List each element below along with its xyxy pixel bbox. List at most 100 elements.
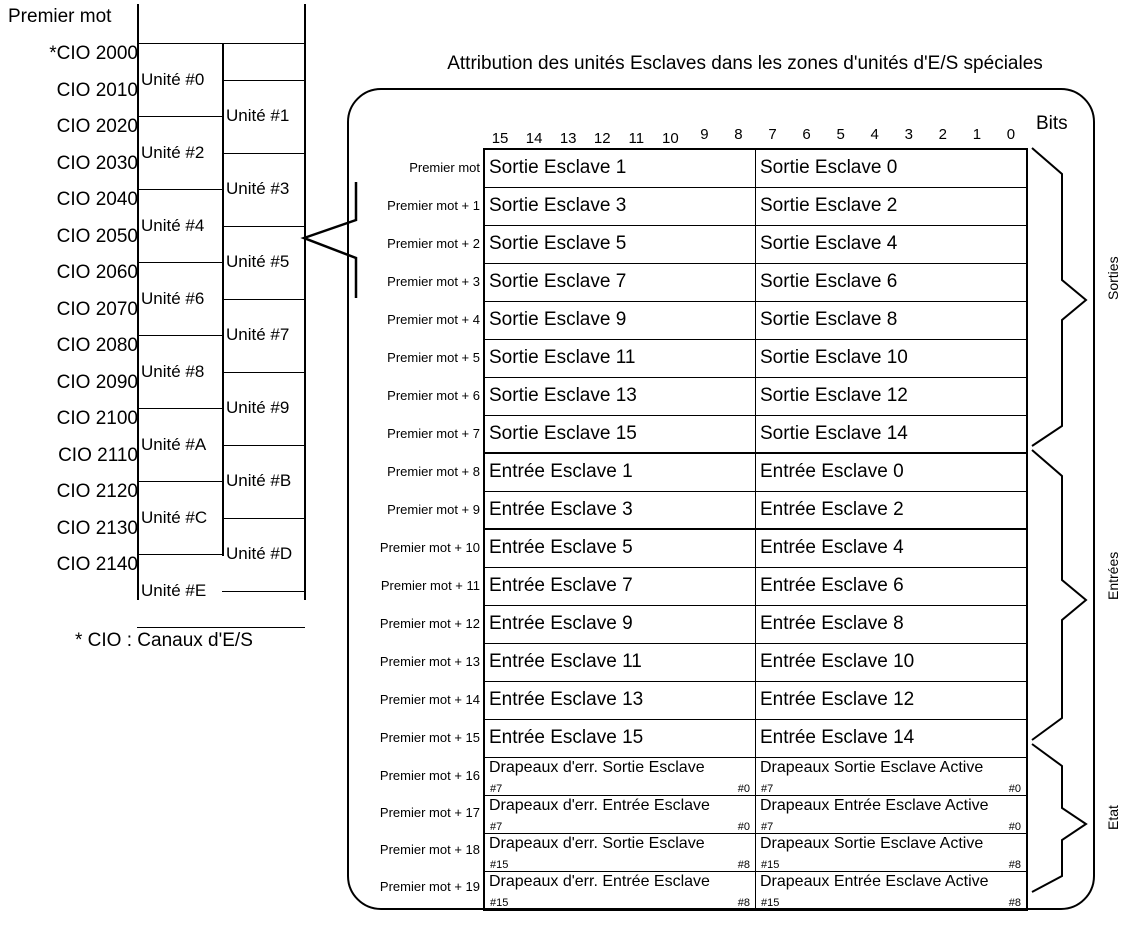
slave-cell-low: Entrée Esclave 14 xyxy=(755,718,1028,758)
flag-description: Drapeaux d'err. Sortie Esclave xyxy=(489,758,705,776)
left-table-hline-col1 xyxy=(137,335,223,336)
word-offset-label: Premier mot + 11 xyxy=(380,578,480,593)
section-bracket-label: Etat xyxy=(1105,805,1121,830)
unit-cell: Unité #A xyxy=(141,434,207,454)
flag-bit-start: #7 xyxy=(761,820,774,833)
left-table-hline-col2 xyxy=(222,371,305,373)
word-offset-label: Premier mot + 9 xyxy=(387,502,480,517)
bit-number: 11 xyxy=(628,130,645,147)
slave-cell-high: Entrée Esclave 3 xyxy=(483,490,756,530)
unit-cell: Unité #D xyxy=(226,544,293,563)
table-row: Drapeaux d'err. Sortie Esclave #7 #0 Drapea… xyxy=(483,756,1028,796)
cio-address-label: CIO 2020 xyxy=(56,116,138,137)
cio-address-label: CIO 2010 xyxy=(56,79,138,101)
slave-cell-low: Entrée Esclave 8 xyxy=(755,604,1028,644)
left-table-hline-col1 xyxy=(137,554,223,555)
bit-number: 0 xyxy=(1006,126,1016,143)
flag-cell-high: Drapeaux d'err. Entrée Esclave#7#0 xyxy=(483,794,756,834)
flag-description: Drapeaux Sortie Esclave Active xyxy=(760,834,984,852)
left-table-hline-col2 xyxy=(222,79,305,81)
cio-address-label: CIO 2130 xyxy=(56,517,138,539)
slave-cell-low: Sortie Esclave 6 xyxy=(755,262,1028,302)
word-offset-label: Premier mot + 5 xyxy=(387,350,480,365)
flag-bit-end: #0 xyxy=(737,782,750,795)
bits-header-label: Bits xyxy=(1036,113,1068,134)
unit-cell: Unité #7 xyxy=(226,325,290,344)
unit-cell: Unité #0 xyxy=(141,69,205,89)
slave-cell-high: Sortie Esclave 1 xyxy=(483,148,756,188)
bit-number: 8 xyxy=(734,126,743,143)
slave-cell-high: Entrée Esclave 1 xyxy=(483,452,756,492)
slave-cell-high: Sortie Esclave 5 xyxy=(483,224,756,264)
bit-number: 12 xyxy=(593,130,611,147)
flag-cell-low: Drapeaux Entrée Esclave Active#7#0 xyxy=(755,794,1028,834)
flag-cell-low: Drapeaux Entrée Esclave Active#15#8 xyxy=(755,870,1028,910)
slave-cell-low: Entrée Esclave 10 xyxy=(755,642,1028,682)
left-header-label: Premier mot xyxy=(8,6,112,27)
flag-cell-content: Drapeaux Sortie Esclave Active#15#8 xyxy=(756,834,1026,871)
flag-cell-content: Drapeaux Entrée Esclave Active#7#0 xyxy=(756,796,1026,833)
left-table-vline-1 xyxy=(137,4,139,600)
slave-cell-low: Sortie Esclave 2 xyxy=(755,186,1028,226)
left-table-hline-col1 xyxy=(137,481,223,482)
flag-description: Drapeaux Entrée Esclave Active xyxy=(760,796,989,814)
slave-cell-low: Sortie Esclave 4 xyxy=(755,224,1028,264)
slave-cell-high: Entrée Esclave 7 xyxy=(483,566,756,606)
slave-cell-low: Entrée Esclave 12 xyxy=(755,680,1028,720)
cio-address-label: CIO 2050 xyxy=(56,225,138,247)
left-table-hline-col1 xyxy=(137,189,223,190)
slave-cell-low: Entrée Esclave 6 xyxy=(755,566,1028,606)
flag-bit-end: #0 xyxy=(737,820,750,833)
bit-number: 1 xyxy=(972,126,982,143)
word-offset-label: Premier mot + 1 xyxy=(387,198,480,213)
slave-cell-high: Entrée Esclave 15 xyxy=(483,718,756,758)
flag-cell-content: Drapeaux d'err. Entrée Esclave#7#0 xyxy=(485,796,755,833)
slave-cell-low: Sortie Esclave 8 xyxy=(755,300,1028,340)
left-table-hline-col2 xyxy=(222,43,305,44)
slave-cell-high: Sortie Esclave 13 xyxy=(483,376,756,416)
bit-number: 9 xyxy=(700,126,709,143)
flag-cell-content: Drapeaux d'err. Sortie Esclave#15#8 xyxy=(485,834,755,871)
left-table-hline-col2 xyxy=(222,225,305,227)
section-bracket-label: Entrées xyxy=(1105,551,1121,600)
word-offset-label: Premier mot + 19 xyxy=(379,878,480,894)
slave-cell-high: Sortie Esclave 9 xyxy=(483,300,756,340)
slave-cell-low: Sortie Esclave 14 xyxy=(755,414,1028,454)
bit-number: 5 xyxy=(836,126,845,143)
flag-bit-start: #7 xyxy=(761,782,774,795)
bit-number: 7 xyxy=(768,126,777,143)
left-table-vline-3 xyxy=(304,4,306,600)
word-offset-label: Premier mot + 12 xyxy=(379,616,480,631)
bit-number: 13 xyxy=(559,130,577,147)
flag-bit-start: #15 xyxy=(490,896,509,909)
cio-address-label: CIO 2100 xyxy=(56,408,138,429)
bit-number: 14 xyxy=(525,130,543,147)
cio-address-label: CIO 2110 xyxy=(58,444,138,466)
word-offset-label: Premier mot + 6 xyxy=(387,388,480,403)
flag-description: Drapeaux d'err. Entrée Esclave xyxy=(489,872,710,890)
cio-address-label: CIO 2080 xyxy=(56,335,138,356)
cio-address-label: CIO 2070 xyxy=(56,298,138,320)
unit-cell: Unité #2 xyxy=(141,142,205,162)
flag-cell-content: Drapeaux Entrée Esclave Active#15#8 xyxy=(756,872,1026,909)
word-offset-label: Premier mot xyxy=(409,160,480,175)
slave-cell-high: Sortie Esclave 7 xyxy=(483,262,756,302)
flag-cell-content: Drapeaux Sortie Esclave Active#7#0 xyxy=(756,758,1026,795)
cio-footnote: * CIO : Canaux d'E/S xyxy=(75,630,253,651)
cio-address-label: CIO 2090 xyxy=(56,371,138,393)
flag-bit-start: #7 xyxy=(490,820,503,833)
flag-cell-low: Drapeaux Sortie Esclave Active#7#0 xyxy=(755,756,1028,796)
flag-bit-start: #15 xyxy=(761,858,780,871)
flag-cell-content: Drapeaux d'err. Entrée Esclave#15#8 xyxy=(485,872,755,909)
